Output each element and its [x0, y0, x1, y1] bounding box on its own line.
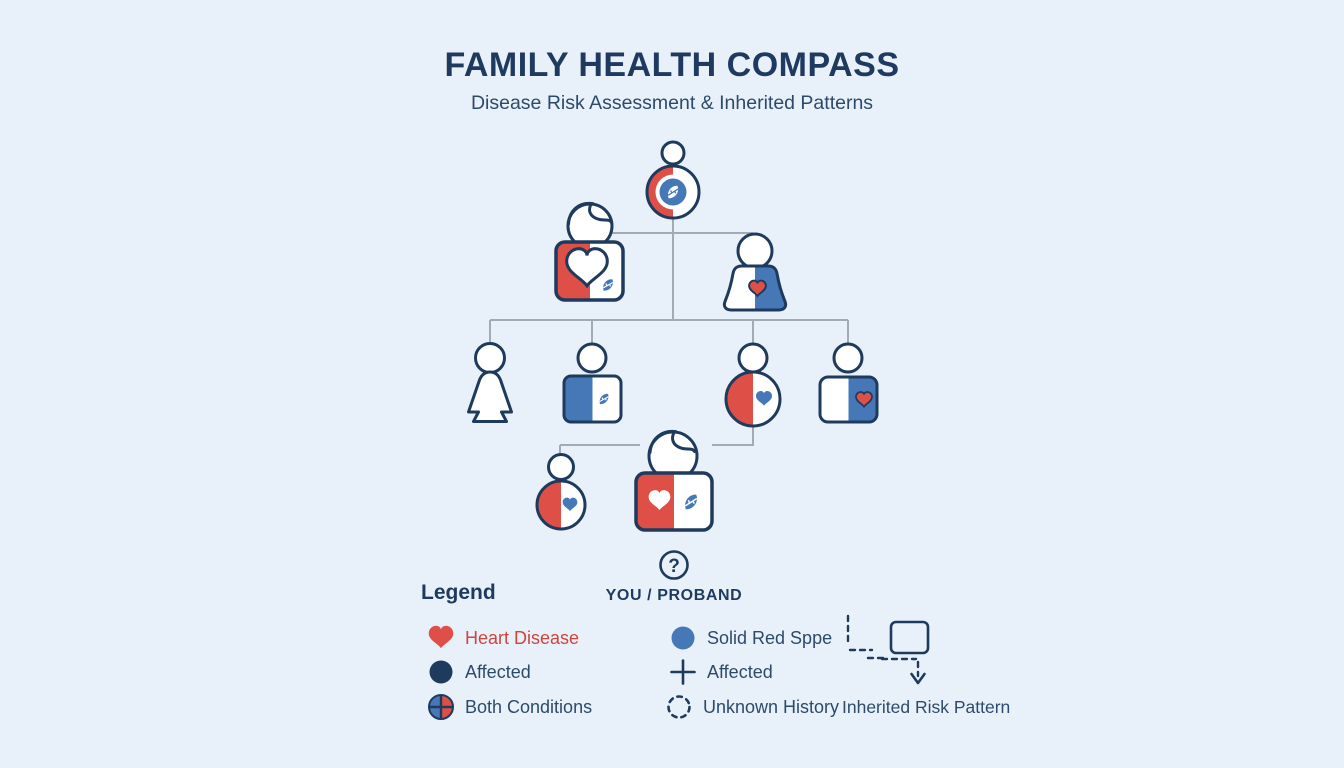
question-mark: ? [668, 556, 680, 577]
legend-item-inherited-risk: Inherited Risk Pattern [838, 604, 1028, 718]
aunt-node [467, 342, 513, 423]
question-circle-icon [659, 550, 689, 580]
legend-item-unknown-history: Unknown History [664, 691, 839, 723]
legend-label: Solid Red Sppe [707, 627, 833, 648]
legend-heading: Legend [421, 581, 496, 604]
hair-icon [648, 429, 696, 454]
uncle2-node [818, 342, 879, 424]
page-title: FAMILY HEALTH COMPASS [444, 46, 900, 84]
mother-node [722, 232, 788, 312]
proband-node [634, 429, 714, 532]
unknown-history-icon [664, 692, 694, 722]
uncle-node [562, 342, 623, 424]
plus-icon [668, 657, 698, 687]
solid-circle-icon [668, 623, 698, 653]
parent-node [724, 342, 782, 428]
heart-icon [426, 623, 456, 653]
legend-item-affected: Affected [426, 656, 531, 688]
legend-item-both-conditions: Both Conditions [426, 691, 592, 723]
both-conditions-icon [426, 692, 456, 722]
head [576, 342, 608, 374]
affected-circle-icon [426, 657, 456, 687]
legend-item-solid-circle: Solid Red Sppe [668, 622, 832, 654]
connector-lines [489, 218, 849, 456]
sibling-node [535, 453, 587, 531]
legend-label: Affected [707, 661, 773, 682]
head [832, 342, 864, 374]
head [660, 140, 686, 166]
legend-label: Inherited Risk Pattern [842, 697, 1011, 717]
legend-item-affected-plus: Affected [668, 656, 773, 688]
page-subtitle: Disease Risk Assessment & Inherited Patt… [470, 92, 874, 114]
inherited-risk-pattern-icon [846, 614, 930, 685]
proband-label: YOU / PROBAND [605, 587, 743, 604]
father-node [554, 201, 625, 302]
grandparent-node [645, 140, 701, 220]
legend-label: Heart Disease [465, 627, 580, 648]
legend-label: Unknown History [703, 696, 840, 717]
hair-icon [567, 201, 613, 226]
legend-label: Affected [465, 661, 531, 682]
legend-item-heart-disease: Heart Disease [426, 622, 579, 654]
head [547, 453, 575, 481]
head [737, 342, 769, 374]
head [736, 232, 774, 270]
head [474, 342, 506, 374]
proband-marker: ? [659, 550, 689, 580]
legend-label: Both Conditions [465, 696, 593, 717]
